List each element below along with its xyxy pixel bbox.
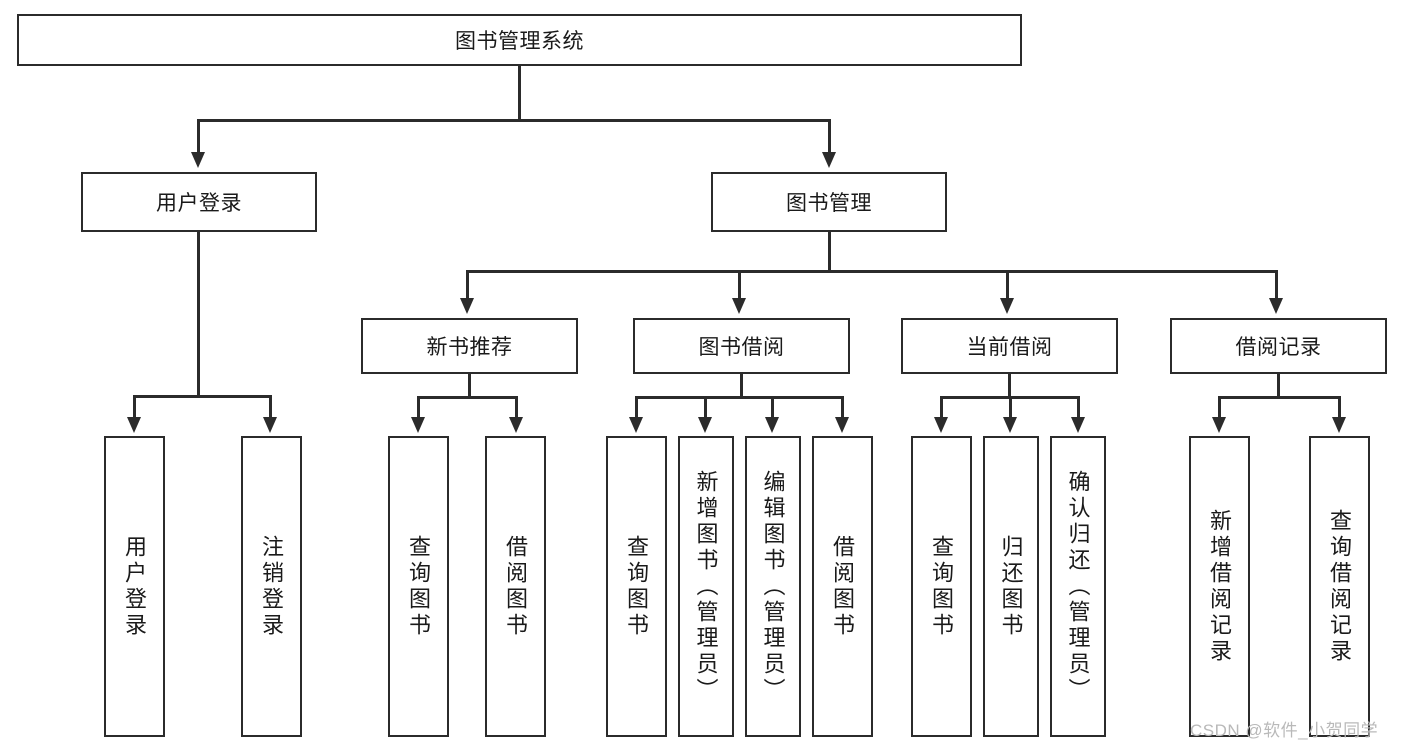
connector-current-borrow-stem <box>1008 374 1011 398</box>
leaf-query-book-borrow[interactable]: 查询图书 <box>606 436 667 737</box>
arrow-leaf-query-record <box>1332 417 1346 433</box>
leaf-add-borrow-record[interactable]: 新增借阅记录 <box>1189 436 1250 737</box>
arrow-leaf-logout <box>263 417 277 433</box>
connector-root-stem <box>518 66 521 121</box>
connector-to-borrow <box>738 270 741 298</box>
arrow-leaf-query-book-2 <box>629 417 643 433</box>
arrow-leaf-add-book <box>698 417 712 433</box>
arrow-to-book-mgmt <box>822 152 836 168</box>
leaf-label: 新增借阅记录 <box>1207 508 1233 665</box>
connector-borrow-drop-1 <box>635 396 638 417</box>
arrow-to-current-borrow <box>1000 298 1014 314</box>
connector-to-user-login <box>197 119 200 152</box>
leaf-label: 查询图书 <box>624 534 650 639</box>
connector-new-book-drop-1 <box>417 396 420 417</box>
arrow-leaf-borrow-book-2 <box>835 417 849 433</box>
connector-user-login-drop-2 <box>269 395 272 417</box>
arrow-leaf-borrow-book-1 <box>509 417 523 433</box>
leaf-add-book-admin[interactable]: 新增图书（管理员） <box>678 436 734 737</box>
leaf-query-book-current[interactable]: 查询图书 <box>911 436 972 737</box>
connector-new-book-drop-2 <box>515 396 518 417</box>
arrow-leaf-user-login <box>127 417 141 433</box>
watermark: CSDN @软件_小贺同学 <box>1190 721 1379 740</box>
arrow-leaf-query-book-1 <box>411 417 425 433</box>
connector-current-drop-3 <box>1077 396 1080 417</box>
leaf-return-book[interactable]: 归还图书 <box>983 436 1039 737</box>
connector-user-login-bus <box>133 395 271 398</box>
node-book-management[interactable]: 图书管理 <box>711 172 947 232</box>
connector-record-bus <box>1218 396 1340 399</box>
leaf-borrow-book-newbook[interactable]: 借阅图书 <box>485 436 546 737</box>
leaf-label: 查询图书 <box>929 534 955 639</box>
leaf-confirm-return-admin[interactable]: 确认归还（管理员） <box>1050 436 1106 737</box>
arrow-to-new-book <box>460 298 474 314</box>
connector-book-mgmt-bus <box>466 270 1278 273</box>
connector-current-drop-2 <box>1009 396 1012 417</box>
leaf-logout[interactable]: 注销登录 <box>241 436 302 737</box>
connector-new-book-bus <box>417 396 518 399</box>
connector-to-borrow-record <box>1275 270 1278 298</box>
connector-borrow-drop-3 <box>771 396 774 417</box>
arrow-leaf-return-book <box>1003 417 1017 433</box>
node-book-borrow[interactable]: 图书借阅 <box>633 318 850 374</box>
arrow-leaf-query-book-3 <box>934 417 948 433</box>
node-user-login[interactable]: 用户登录 <box>81 172 317 232</box>
arrow-to-borrow-record <box>1269 298 1283 314</box>
leaf-label: 确认归还（管理员） <box>1065 469 1091 704</box>
connector-to-book-mgmt <box>828 119 831 152</box>
connector-to-current-borrow <box>1006 270 1009 298</box>
connector-record-stem <box>1277 374 1280 398</box>
connector-borrow-drop-4 <box>841 396 844 417</box>
connector-borrow-bus <box>635 396 843 399</box>
connector-root-bus <box>197 119 831 122</box>
leaf-query-book-newbook[interactable]: 查询图书 <box>388 436 449 737</box>
connector-user-login-stem <box>197 232 200 397</box>
node-new-book-recommend[interactable]: 新书推荐 <box>361 318 578 374</box>
node-current-borrow[interactable]: 当前借阅 <box>901 318 1118 374</box>
arrow-to-borrow <box>732 298 746 314</box>
connector-borrow-stem <box>740 374 743 398</box>
leaf-label: 归还图书 <box>998 534 1024 639</box>
leaf-label: 新增图书（管理员） <box>693 469 719 704</box>
node-borrow-record[interactable]: 借阅记录 <box>1170 318 1387 374</box>
leaf-label: 查询图书 <box>406 534 432 639</box>
leaf-label: 注销登录 <box>259 534 285 639</box>
connector-borrow-drop-2 <box>704 396 707 417</box>
connector-user-login-drop-1 <box>133 395 136 417</box>
connector-to-new-book <box>466 270 469 298</box>
leaf-label: 编辑图书（管理员） <box>760 469 786 704</box>
connector-new-book-stem <box>468 374 471 398</box>
leaf-label: 借阅图书 <box>503 534 529 639</box>
leaf-user-login[interactable]: 用户登录 <box>104 436 165 737</box>
node-root-system[interactable]: 图书管理系统 <box>17 14 1022 66</box>
arrow-leaf-edit-book <box>765 417 779 433</box>
arrow-to-user-login <box>191 152 205 168</box>
leaf-query-borrow-record[interactable]: 查询借阅记录 <box>1309 436 1370 737</box>
leaf-label: 用户登录 <box>122 534 148 639</box>
connector-book-mgmt-stem <box>828 232 831 272</box>
connector-record-drop-2 <box>1338 396 1341 417</box>
arrow-leaf-confirm-return <box>1071 417 1085 433</box>
arrow-leaf-add-record <box>1212 417 1226 433</box>
connector-record-drop-1 <box>1218 396 1221 417</box>
connector-current-drop-1 <box>940 396 943 417</box>
leaf-label: 借阅图书 <box>830 534 856 639</box>
leaf-edit-book-admin[interactable]: 编辑图书（管理员） <box>745 436 801 737</box>
leaf-label: 查询借阅记录 <box>1327 508 1353 665</box>
leaf-borrow-book-borrow[interactable]: 借阅图书 <box>812 436 873 737</box>
